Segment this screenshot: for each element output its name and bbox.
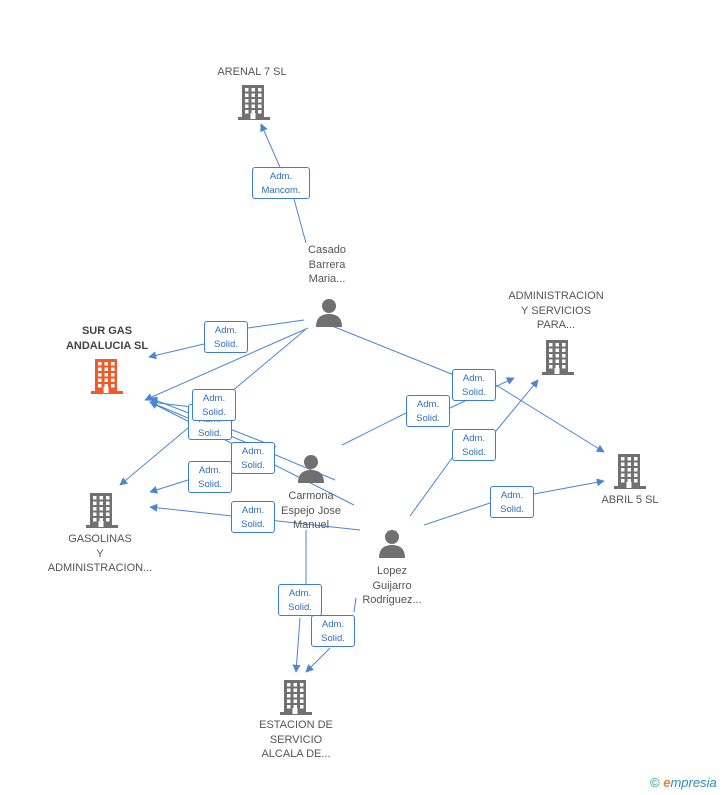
copyright-icon: © [650,775,660,790]
relation-badge[interactable]: Adm.Solid. [490,486,534,518]
relation-badge[interactable]: Adm.Solid. [231,501,275,533]
person-icon [316,299,342,327]
relation-edge [409,457,453,517]
relation-badge[interactable]: Adm.Mancom. [252,167,310,199]
relation-badge[interactable]: Adm.Solid. [188,461,232,493]
relation-edge [292,617,301,673]
relation-edge [148,343,205,360]
relation-edge [495,384,605,453]
brand-logo-e: e [663,775,671,790]
relation-badge[interactable]: Adm.Solid. [452,369,496,401]
building-icon [86,493,118,528]
person-icon [298,455,324,483]
relation-badge[interactable]: Adm.Solid. [452,429,496,461]
relation-edge [533,478,605,495]
relation-edge [495,379,539,432]
relation-badge[interactable]: Adm.Solid. [406,395,450,427]
relation-edge [293,198,307,244]
relation-edge [341,412,407,446]
relation-badge[interactable]: Adm.Solid. [204,321,248,353]
building-icon [614,454,646,489]
relation-badge[interactable]: Adm.Solid. [311,615,355,647]
building-icon [91,359,123,394]
relation-edge [247,319,305,329]
building-icon [238,85,270,120]
relation-edge [423,502,491,526]
person-icon [379,530,405,558]
relation-badge[interactable]: Adm.Solid. [192,389,236,421]
footer-brand: © empresia [650,775,717,790]
relation-edge [144,327,309,401]
relation-edge [353,597,357,613]
node-label-abril: ABRIL 5 SL [601,494,659,506]
node-label-arenal: ARENAL 7 SL [217,66,287,78]
relation-edge [149,479,189,494]
relation-badge[interactable]: Adm.Solid. [231,442,275,474]
building-icon [542,340,574,375]
relation-edge [149,401,336,481]
relation-edge [305,647,331,673]
relation-edge [321,321,455,376]
building-icon [280,680,312,715]
relation-badge[interactable]: Adm.Solid. [278,584,322,616]
brand-logo-text: mpresia [670,775,717,790]
